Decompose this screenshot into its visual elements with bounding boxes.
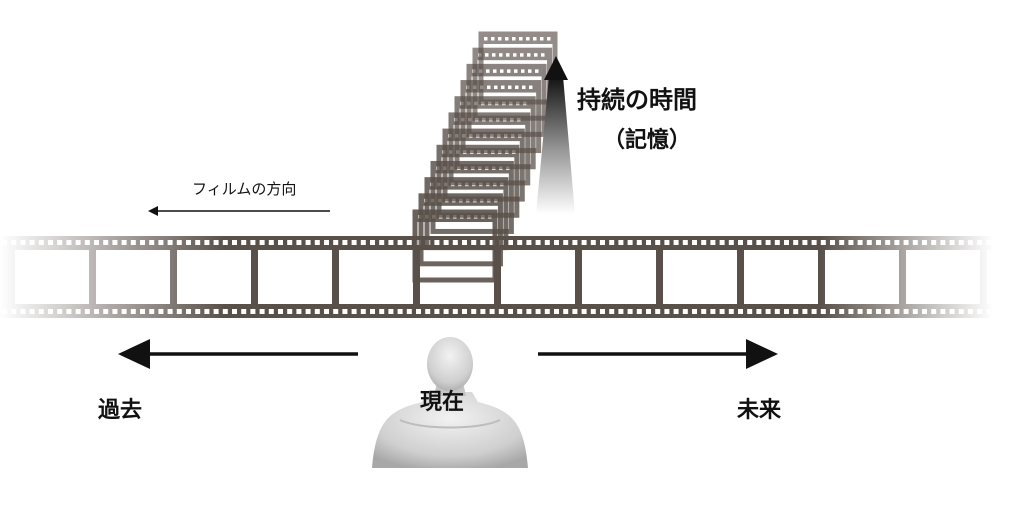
film-fade-overlay xyxy=(0,230,1024,320)
label-film-direction: フィルムの方向 xyxy=(192,180,297,198)
label-future: 未来 xyxy=(737,398,782,423)
label-past: 過去 xyxy=(98,398,143,423)
arrow-left-icon xyxy=(118,339,358,369)
arrow-right-icon xyxy=(538,339,778,369)
arrow-up-gradient-icon xyxy=(536,56,575,214)
person-silhouette-icon xyxy=(372,337,528,468)
label-memory: （記憶） xyxy=(603,128,692,153)
label-present: 現在 xyxy=(420,390,465,415)
film-direction-arrow-icon xyxy=(148,206,330,216)
label-duration: 持続の時間 xyxy=(577,86,697,114)
